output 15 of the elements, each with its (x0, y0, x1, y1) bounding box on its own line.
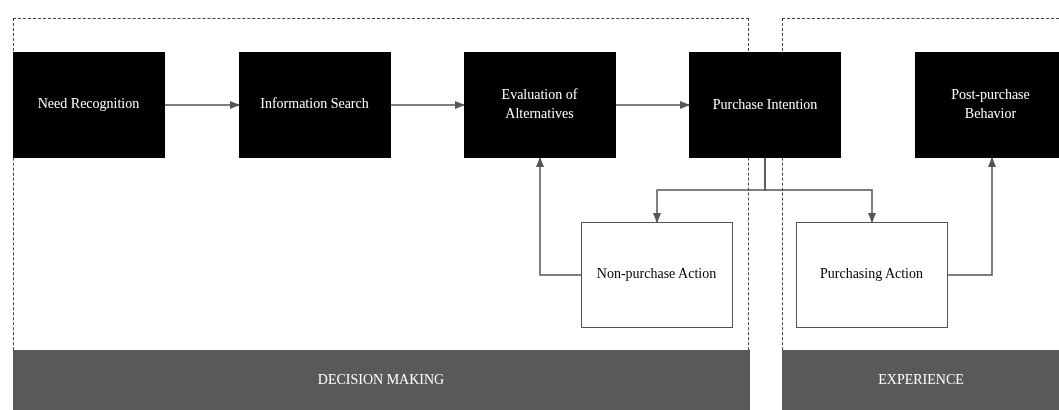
stage-box: Need Recognition (12, 51, 165, 158)
arrow (615, 101, 690, 109)
arrow (390, 101, 465, 109)
action-box: Purchasing Action (795, 221, 948, 328)
arrow (536, 157, 582, 276)
arrow (947, 157, 996, 276)
stage-band: EXPERIENCE (781, 350, 1059, 410)
stage-box: Post-purchase Behavior (914, 51, 1059, 158)
arrow (164, 101, 240, 109)
action-box: Non-purchase Action (580, 221, 733, 328)
stage-box: Evaluation of Alternatives (463, 51, 616, 158)
stage-box: Information Search (238, 51, 391, 158)
stage-box: Purchase Intention (689, 52, 841, 158)
arrow (764, 157, 876, 223)
stage-band: DECISION MAKING (12, 350, 750, 410)
